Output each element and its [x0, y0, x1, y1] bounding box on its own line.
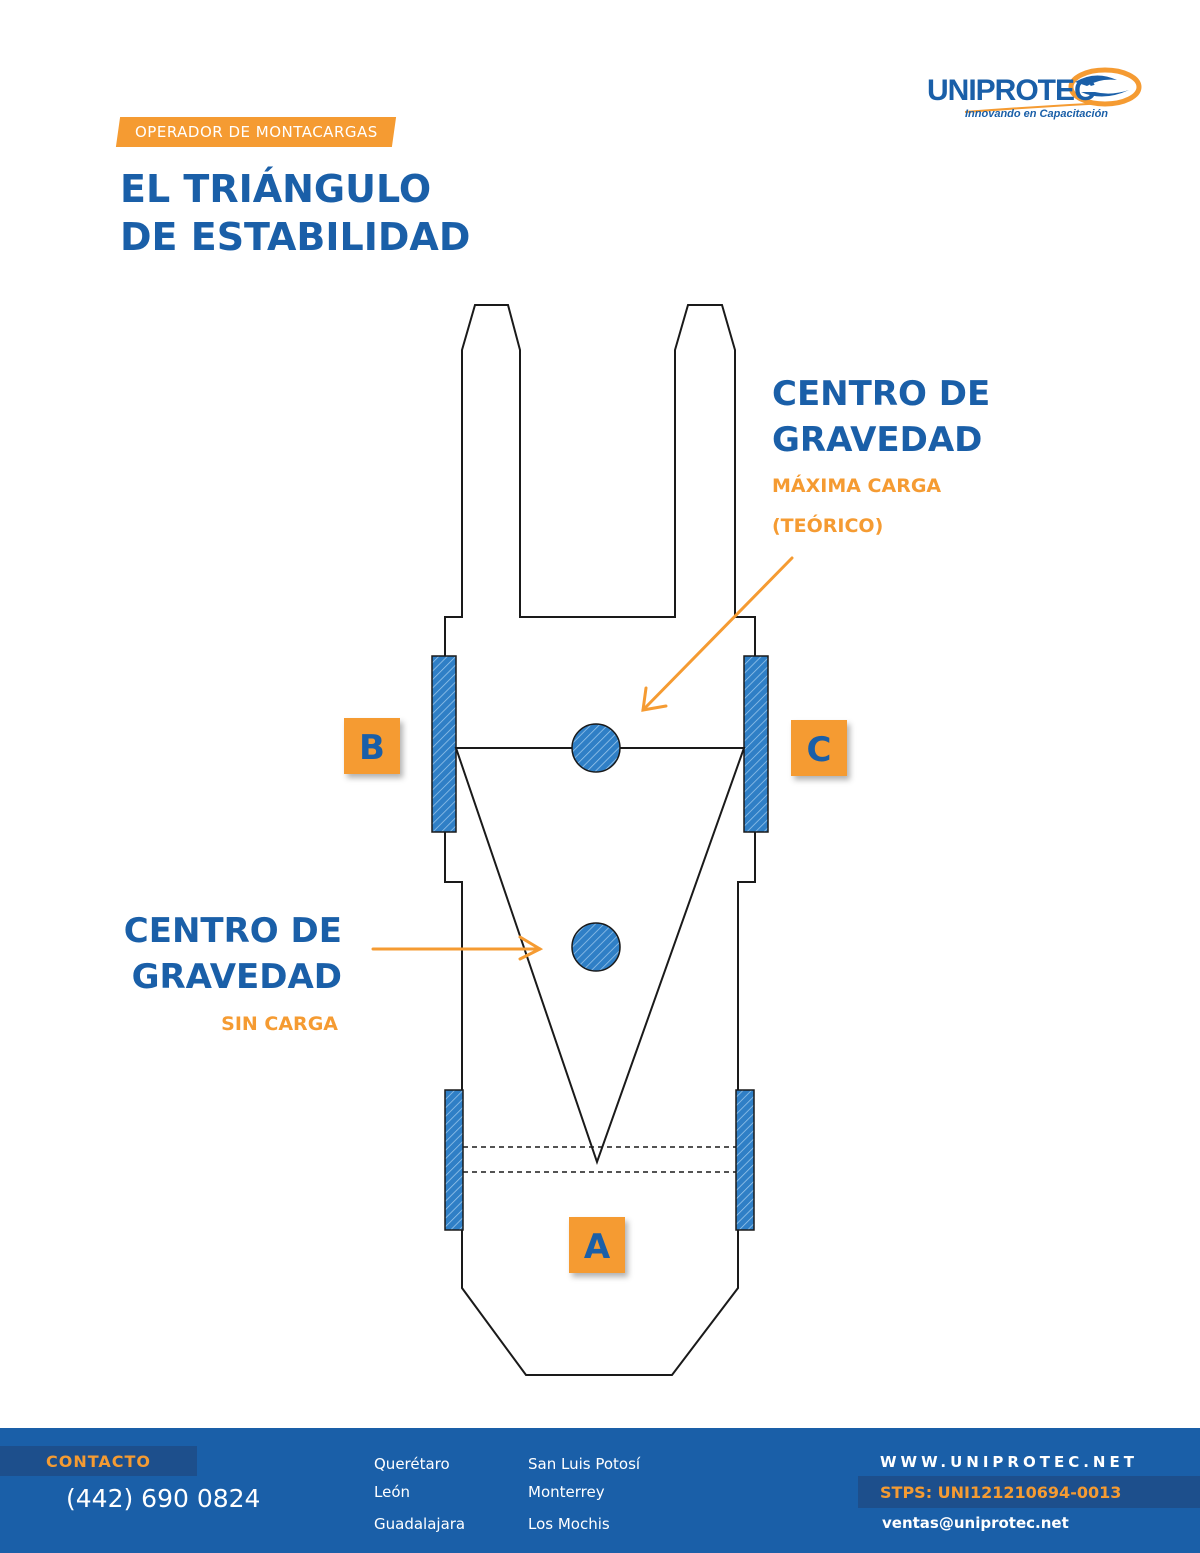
cg-empty-subtitle-line1: SIN CARGA [221, 1013, 338, 1035]
forklift-outline [444, 304, 756, 1376]
rear-right-wheel [735, 1089, 755, 1231]
badge-b-label: B [359, 728, 385, 768]
cg-max-subtitle-line2: (TEÓRICO) [772, 515, 884, 537]
front-right-wheel [743, 655, 769, 833]
stps-number: STPS: UNI121210694-0013 [880, 1482, 1122, 1502]
cg-empty-title: CENTRO DE GRAVEDAD [96, 908, 342, 1000]
cg-empty-title-line1: CENTRO DE [123, 911, 342, 951]
cg-empty-subtitle: SIN CARGA [96, 1004, 338, 1044]
cg-max-title-line1: CENTRO DE [772, 374, 991, 414]
logo-slogan: Innovando en Capacitación [965, 108, 1109, 120]
website-link[interactable]: WWW.UNIPROTEC.NET [880, 1453, 1138, 1471]
forklift-stability-diagram: B C A [344, 304, 847, 1376]
footer: CONTACTO (442) 690 0824 Querétaro León G… [0, 1428, 1200, 1553]
contact-label: CONTACTO [0, 1446, 197, 1476]
city-item: Los Mochis [528, 1515, 610, 1533]
logo-wordmark: UNIPROTEC [927, 74, 1096, 107]
front-left-wheel [431, 655, 457, 833]
badge-b [344, 718, 400, 774]
badge-a [569, 1217, 625, 1273]
cg-max-load-marker [571, 723, 621, 773]
cg-max-title-line2: GRAVEDAD [772, 420, 983, 460]
cg-max-subtitle-line1: MÁXIMA CARGA [772, 475, 942, 497]
badge-c-label: C [807, 730, 832, 770]
page-title-line1: EL TRIÁNGULO [120, 167, 432, 211]
city-item: Monterrey [528, 1483, 605, 1501]
arrow-to-cg-empty [371, 935, 544, 961]
uniprotec-logo: UNIPROTEC Innovando en Capacitación [925, 62, 1145, 124]
page-title-line2: DE ESTABILIDAD [120, 215, 471, 259]
cg-max-title: CENTRO DE GRAVEDAD [772, 371, 990, 463]
rear-left-wheel [444, 1089, 464, 1231]
arrow-to-cg-max [641, 556, 794, 712]
phone-number[interactable]: (442) 690 0824 [66, 1484, 261, 1513]
stps-bar: STPS: UNI121210694-0013 [858, 1476, 1200, 1508]
cg-no-load-marker [571, 922, 621, 972]
city-item: León [374, 1483, 411, 1501]
cg-empty-title-line2: GRAVEDAD [131, 957, 342, 997]
city-item: Guadalajara [374, 1515, 466, 1533]
email-link[interactable]: ventas@uniprotec.net [882, 1514, 1069, 1532]
badge-a-label: A [584, 1227, 611, 1267]
logo-swoosh-icon [964, 67, 1142, 113]
city-item: San Luis Potosí [528, 1455, 641, 1473]
page-title: EL TRIÁNGULO DE ESTABILIDAD [120, 165, 470, 261]
badge-c [791, 720, 847, 776]
city-item: Querétaro [374, 1455, 450, 1473]
cg-max-subtitle: MÁXIMA CARGA (TEÓRICO) [772, 466, 941, 546]
